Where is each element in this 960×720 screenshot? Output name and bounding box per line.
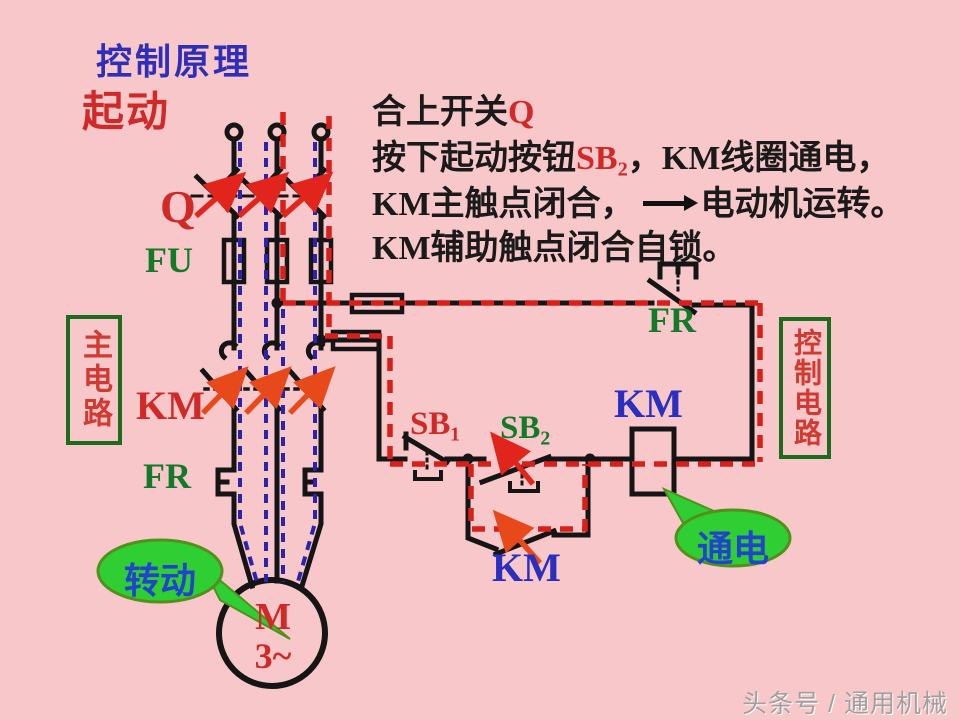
label-switch-q: Q	[160, 181, 196, 232]
rotate-bubble-text: 转动	[123, 561, 196, 601]
instruction-2-text: 按下起动按钮	[372, 140, 576, 177]
label-km-coil: KM	[614, 381, 683, 426]
label-km-main: KM	[136, 383, 205, 428]
label-fr-control: FR	[648, 300, 696, 340]
instruction-line-1: 合上开关Q	[372, 84, 534, 133]
instruction-2-text-2: ，KM线圈通电，	[627, 140, 891, 177]
fr-heaters	[215, 467, 324, 497]
instruction-1-q: Q	[508, 94, 535, 131]
label-sb1: SB₁	[410, 406, 461, 442]
instruction-line-4: KM辅助触点闭合自锁。	[372, 220, 737, 269]
km-aux-contact	[465, 456, 591, 558]
km-main-close-arrows	[201, 366, 336, 415]
instruction-2-sb2: SB₂	[576, 140, 628, 177]
watermark: 头条号 / 通用机械	[742, 690, 948, 718]
instruction-3-text: KM主触点闭合，	[372, 186, 635, 223]
instruction-line-2: 按下起动按钮SB₂，KM线圈通电，	[372, 130, 890, 179]
label-fuse-fu: FU	[145, 240, 193, 280]
energize-bubble-text: 通电	[696, 529, 769, 569]
label-motor-m: M	[255, 596, 291, 638]
motor-symbol	[216, 577, 328, 689]
page-title: 控制原理	[96, 42, 253, 82]
rotate-bubble	[96, 538, 291, 640]
label-motor-3ph: 3~	[254, 636, 292, 676]
fr-nc-contact	[646, 261, 699, 316]
label-km-aux: KM	[492, 545, 561, 590]
energize-bubble	[661, 486, 792, 568]
right-arrow-icon	[642, 195, 698, 211]
main-circuit-box: 主电路	[66, 315, 122, 445]
label-sb2: SB₂	[500, 410, 551, 446]
label-fr-main: FR	[143, 456, 191, 496]
section-title-start: 起动	[82, 90, 171, 136]
sb2-press-arrow	[490, 431, 536, 486]
instruction-4-text: KM辅助触点闭合自锁。	[372, 230, 737, 267]
main-current-path	[238, 142, 317, 587]
instruction-1-text: 合上开关	[372, 94, 508, 131]
q-close-arrows	[194, 171, 334, 219]
instruction-line-3: KM主触点闭合， 电动机运转。	[372, 176, 905, 225]
instruction-3-text-2: 电动机运转。	[700, 186, 905, 223]
control-current-path	[280, 112, 763, 532]
control-circuit-box: 控制电路	[779, 317, 831, 459]
km-aux-close-arrow	[492, 509, 543, 565]
